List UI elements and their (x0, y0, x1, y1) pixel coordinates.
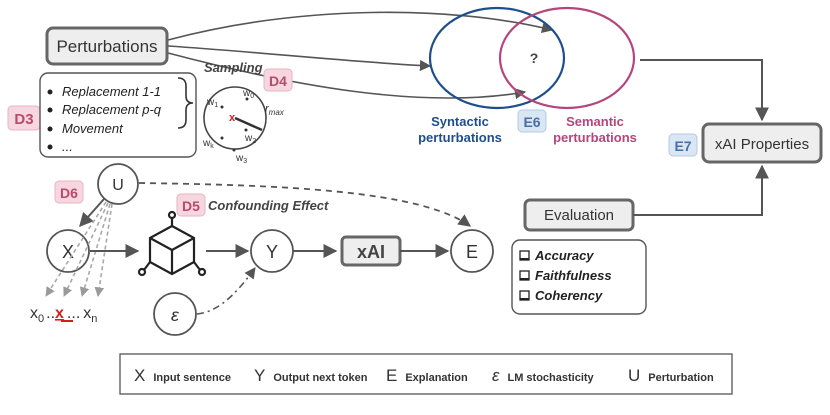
perturbation-type-4: ... (62, 139, 73, 154)
arrow-venn-to-xai-properties (640, 59, 769, 122)
sampling-wk: wk (202, 138, 214, 150)
arrow-evaluation-to-xai-properties (633, 164, 769, 216)
x-node: X (46, 229, 90, 273)
venn-overlap-label: ? (530, 50, 539, 66)
y-label: Y (266, 242, 278, 262)
y-node: Y (250, 229, 294, 273)
perturbation-type-2: Replacement p-q (62, 102, 162, 117)
evaluation-node: Evaluation (523, 198, 635, 232)
curly-brace (177, 77, 194, 129)
perturbation-type-3: Movement (62, 121, 124, 136)
e-label: E (466, 242, 478, 262)
svg-text:D3: D3 (14, 111, 33, 128)
epsilon-node: ε (153, 292, 197, 336)
sampling-mark: x (229, 112, 236, 124)
perturbation-types-box: Replacement 1-1 Replacement p-q Movement… (39, 72, 197, 158)
e-node: E (450, 229, 494, 273)
syntactic-ellipse (428, 6, 566, 110)
sampling-w2: w2 (244, 133, 256, 145)
tag-d4: D4 (263, 68, 293, 92)
u-label: U (112, 177, 124, 194)
tag-d6: D6 (54, 180, 84, 204)
tag-d5: D5 (176, 193, 206, 217)
svg-text:D5: D5 (182, 198, 200, 214)
confounding-effect-label: Confounding Effect (208, 198, 329, 213)
sampling-rmax: rmax (265, 103, 285, 117)
sampling-circle: x w1 w0 w2 wk w3 rmax (202, 86, 285, 165)
xai-properties-node: xAI Properties (701, 122, 823, 164)
xai-properties-label: xAI Properties (715, 136, 809, 153)
model-cube-icon (137, 210, 207, 277)
metric-faithfulness: Faithfulness (535, 268, 612, 283)
sampling-w3: w3 (235, 153, 247, 165)
arrow-epsilon-to-y (196, 267, 256, 315)
u-node: U (97, 163, 139, 205)
xai-node: xAI (340, 235, 402, 267)
svg-text:D6: D6 (60, 185, 78, 201)
semantic-ellipse (498, 6, 636, 110)
epsilon-label: ε (171, 305, 180, 325)
arrow-u-to-x (79, 198, 105, 228)
metric-accuracy: Accuracy (534, 248, 594, 263)
tag-e7: E7 (668, 133, 698, 157)
perturbation-type-1: Replacement 1-1 (62, 84, 161, 99)
perturbations-label: Perturbations (56, 37, 157, 56)
tag-d3: D3 (7, 105, 41, 131)
arrow-perturbations-to-overlap (167, 52, 527, 100)
x-label: X (62, 242, 74, 262)
arrow-perturbations-to-semantic (167, 11, 554, 41)
sampling-w0: w0 (242, 88, 254, 100)
sampling-w1: w1 (206, 97, 218, 109)
metric-coherency: Coherency (535, 288, 603, 303)
svg-text:E7: E7 (674, 138, 691, 154)
token-sequence: x0..x...xn (30, 305, 97, 325)
sampling-title: Sampling (204, 60, 263, 75)
tag-e6: E6 (517, 109, 547, 133)
arrow-confounding-u-to-e (138, 182, 472, 227)
arrow-perturbations-to-syntactic (167, 45, 432, 72)
perturbations-node: Perturbations (45, 26, 169, 66)
svg-text:E6: E6 (523, 114, 540, 130)
evaluation-metrics-box: Accuracy Faithfulness Coherency (511, 239, 647, 315)
xai-label: xAI (357, 242, 385, 262)
perturbation-dashed-lines (45, 201, 113, 297)
svg-text:D4: D4 (269, 73, 287, 89)
evaluation-label: Evaluation (544, 207, 614, 224)
